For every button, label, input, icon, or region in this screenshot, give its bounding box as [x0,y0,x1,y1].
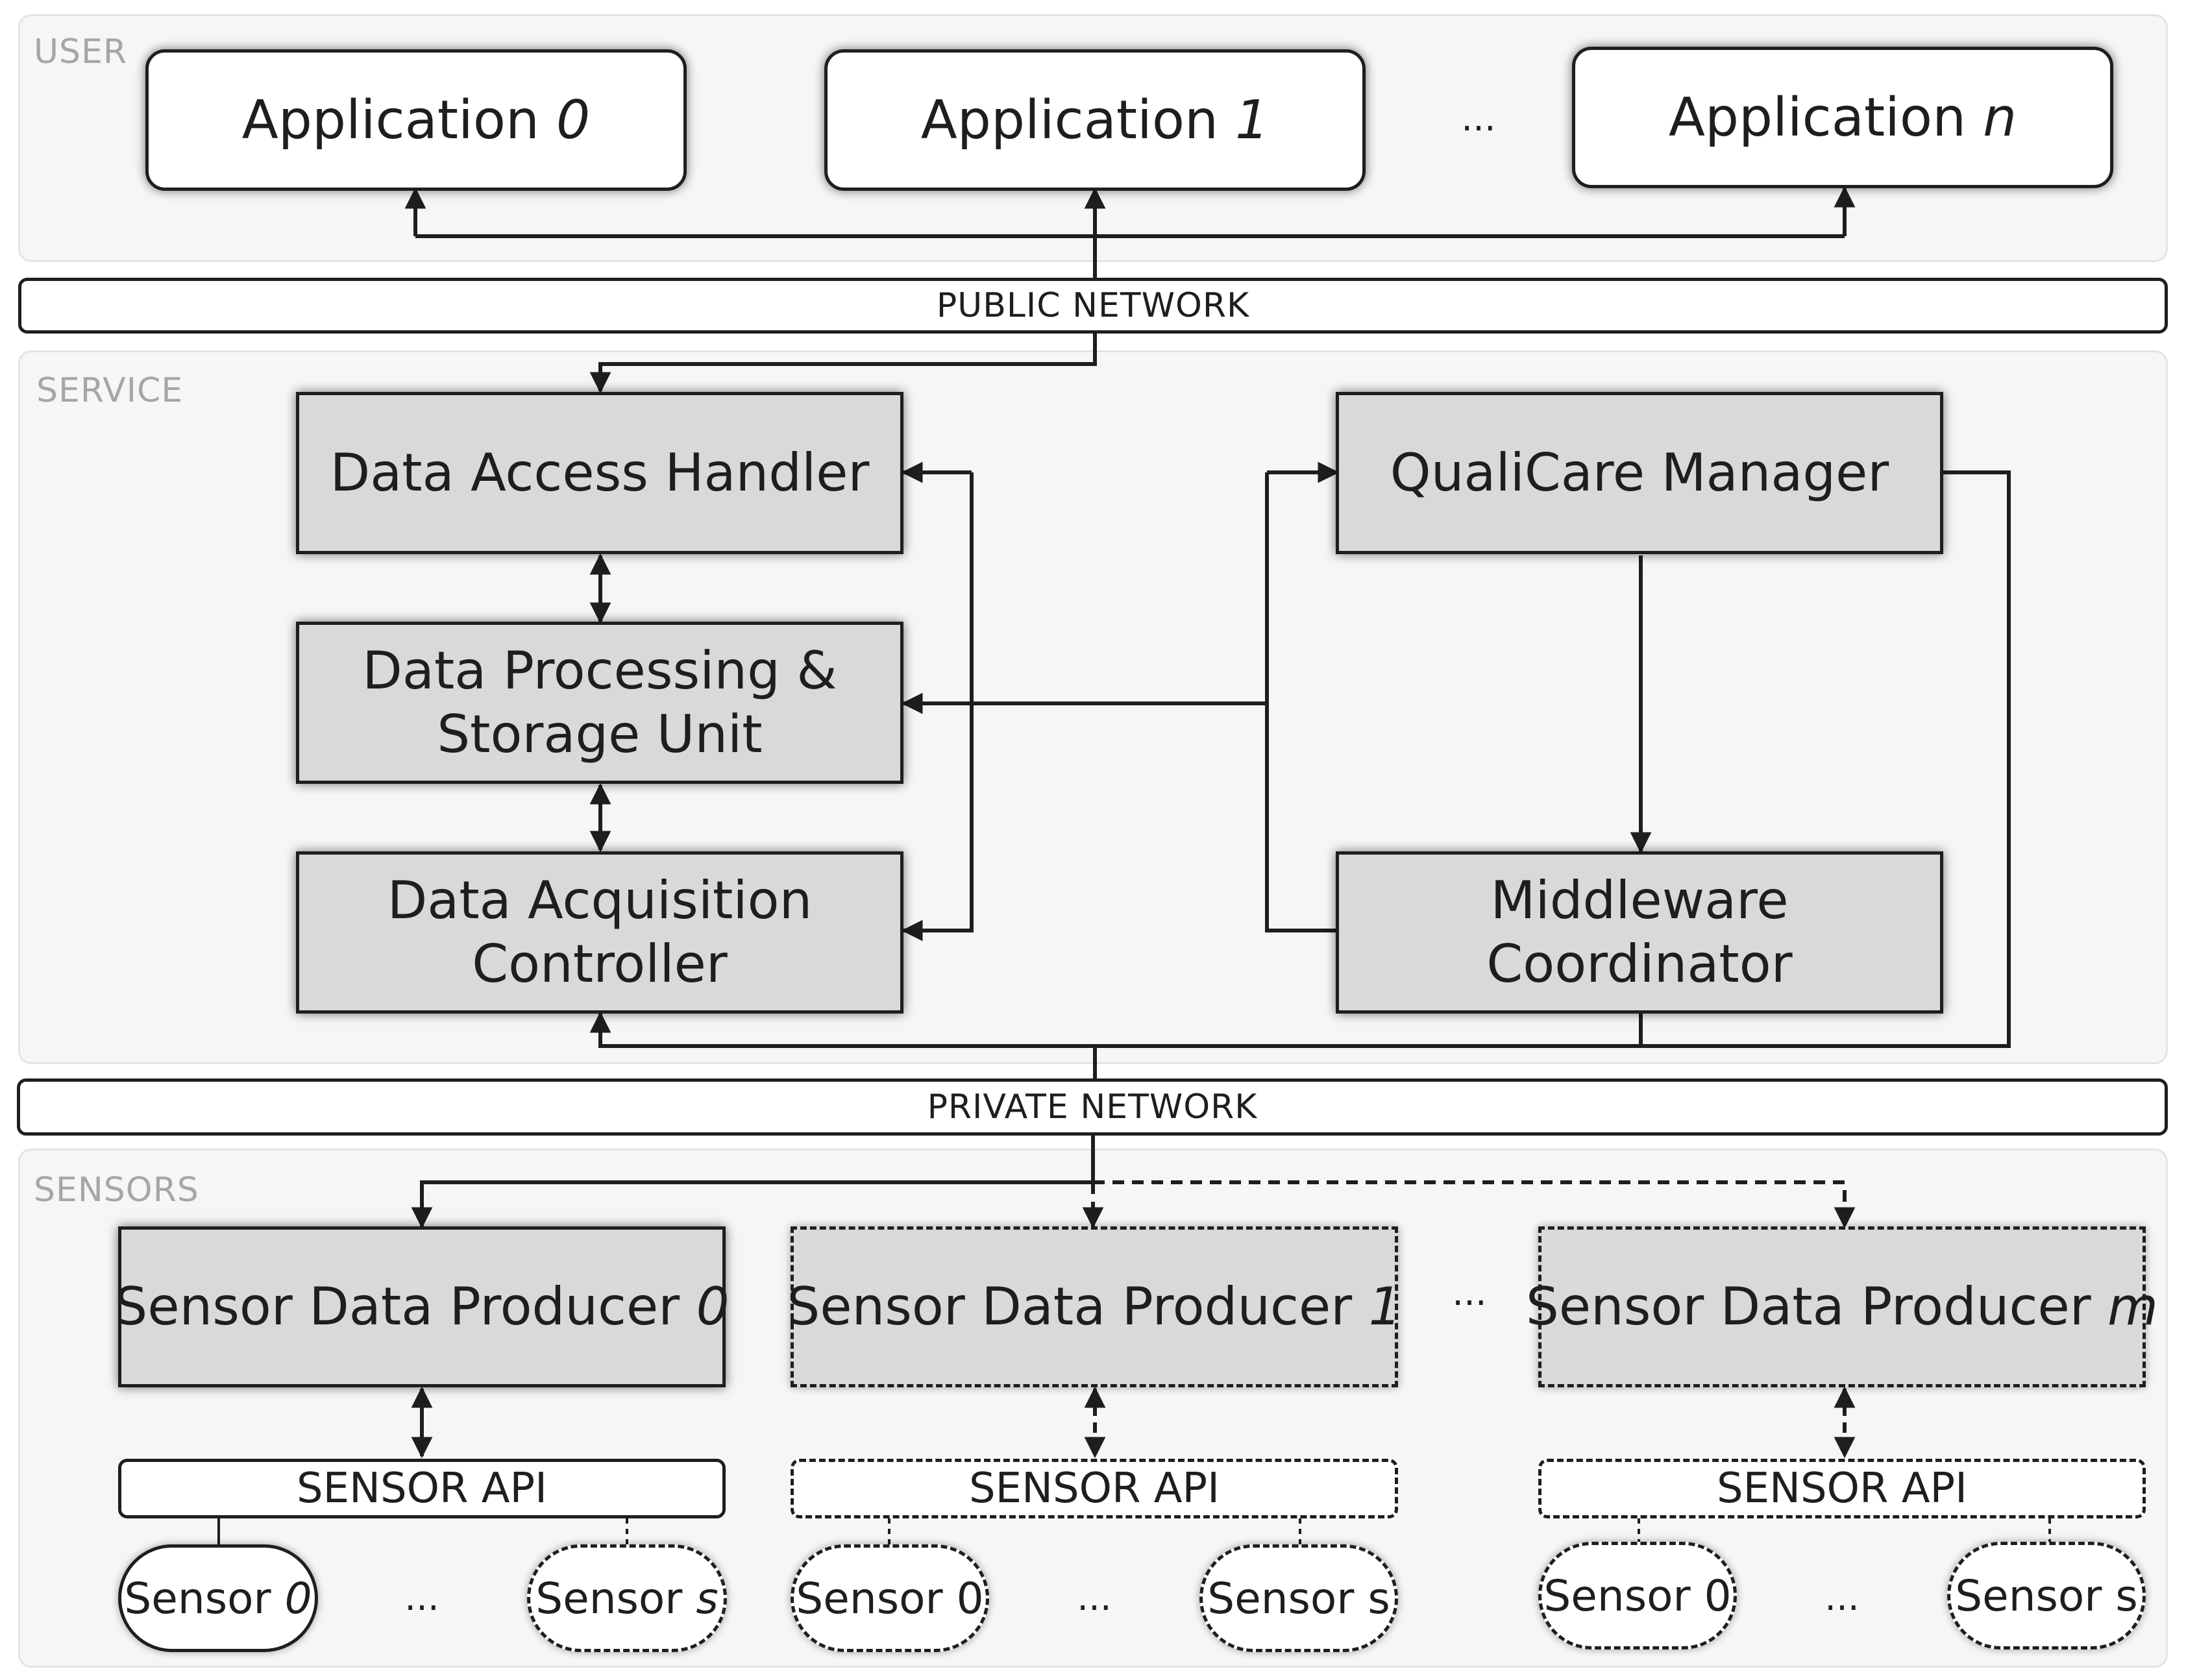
application-0: Application 0 [145,49,687,191]
wire-qualicare-loop [1095,470,2011,1048]
service-layer-label: SERVICE [36,371,184,410]
sensor-data-producer-0: Sensor Data Producer 0 [114,1226,729,1387]
application-n-index: n [1983,86,2017,149]
sensors-ellipsis-group-0: ... [404,1577,439,1619]
producer-1-index: 1 [1368,1276,1402,1337]
private-network-bar: PRIVATE NETWORK [17,1078,2168,1136]
sensor-0-group-m-label: Sensor 0 [1543,1570,1732,1621]
data-processing-line-1: Data Processing & [362,640,837,701]
data-acquisition-line-2: Controller [472,934,728,994]
producers-ellipsis: ... [1452,1272,1487,1314]
sensor-api-1: SENSOR API [791,1459,1398,1518]
application-0-label: Application [241,89,557,151]
sensor-s-group-m-label: Sensor s [1955,1570,2138,1621]
qualicare-manager: QualiCare Manager [1336,392,1943,554]
sensor-api-m: SENSOR API [1538,1459,2146,1518]
arrow-public-to-data-access [589,332,1097,394]
application-n-label: Application [1668,86,1983,149]
sensor-s-group-1-label: Sensor s [1207,1573,1390,1624]
producer-1-label: Sensor Data Producer [787,1276,1369,1337]
arrow-to-producer-m [1093,1180,1856,1229]
producer-0-index: 0 [696,1276,730,1337]
application-1-label: Application [920,89,1236,151]
arrow-bus-to-acquisition [589,1011,1095,1048]
application-1: Application 1 [824,49,1366,191]
sensors-layer-label: SENSORS [34,1171,199,1210]
sensor-0-group-0-index: 0 [284,1573,312,1624]
data-processing-storage-unit: Data Processing & Storage Unit [296,622,903,784]
sensor-s-group-0: Sensor s [527,1544,727,1652]
producer-m-label: Sensor Data Producer [1526,1276,2108,1337]
sensor-0-group-0: Sensor 0 [118,1544,318,1652]
producer-m-index: m [2107,1276,2158,1337]
public-network-bar: PUBLIC NETWORK [18,278,2168,334]
sensor-data-producer-1: Sensor Data Producer 1 [787,1226,1401,1387]
application-1-index: 1 [1235,89,1270,151]
sensor-0-group-m: Sensor 0 [1538,1542,1737,1650]
sensors-ellipsis-group-1: ... [1077,1577,1112,1619]
sensors-ellipsis-group-m: ... [1824,1577,1860,1619]
sensor-0-group-0-label: Sensor [124,1573,285,1624]
sensor-0-group-1: Sensor 0 [791,1544,989,1652]
producer-0-label: Sensor Data Producer [114,1276,696,1337]
sensor-s-group-0-label: Sensor [535,1573,696,1624]
middleware-coordinator: Middleware Coordinator [1336,851,1943,1014]
sensor-0-group-1-label: Sensor 0 [796,1573,984,1624]
bus-middleware [1265,472,1337,932]
data-processing-line-2: Storage Unit [437,704,763,764]
applications-ellipsis: ... [1461,97,1496,140]
wire-public-to-apps [415,234,1845,278]
sensor-s-group-1: Sensor s [1199,1544,1398,1652]
user-layer-label: USER [34,32,128,71]
sensor-data-producer-m: Sensor Data Producer m [1526,1226,2158,1387]
sensor-s-group-m: Sensor s [1947,1542,2146,1650]
data-acquisition-controller: Data Acquisition Controller [296,851,903,1014]
data-acquisition-line-1: Data Acquisition [387,870,813,931]
sensor-s-group-0-index: s [696,1573,718,1624]
arrow-to-producer-0 [411,1180,1093,1229]
data-access-handler: Data Access Handler [296,392,903,554]
application-n: Application n [1572,47,2113,188]
application-0-index: 0 [556,89,591,151]
sensor-api-0: SENSOR API [118,1459,726,1518]
